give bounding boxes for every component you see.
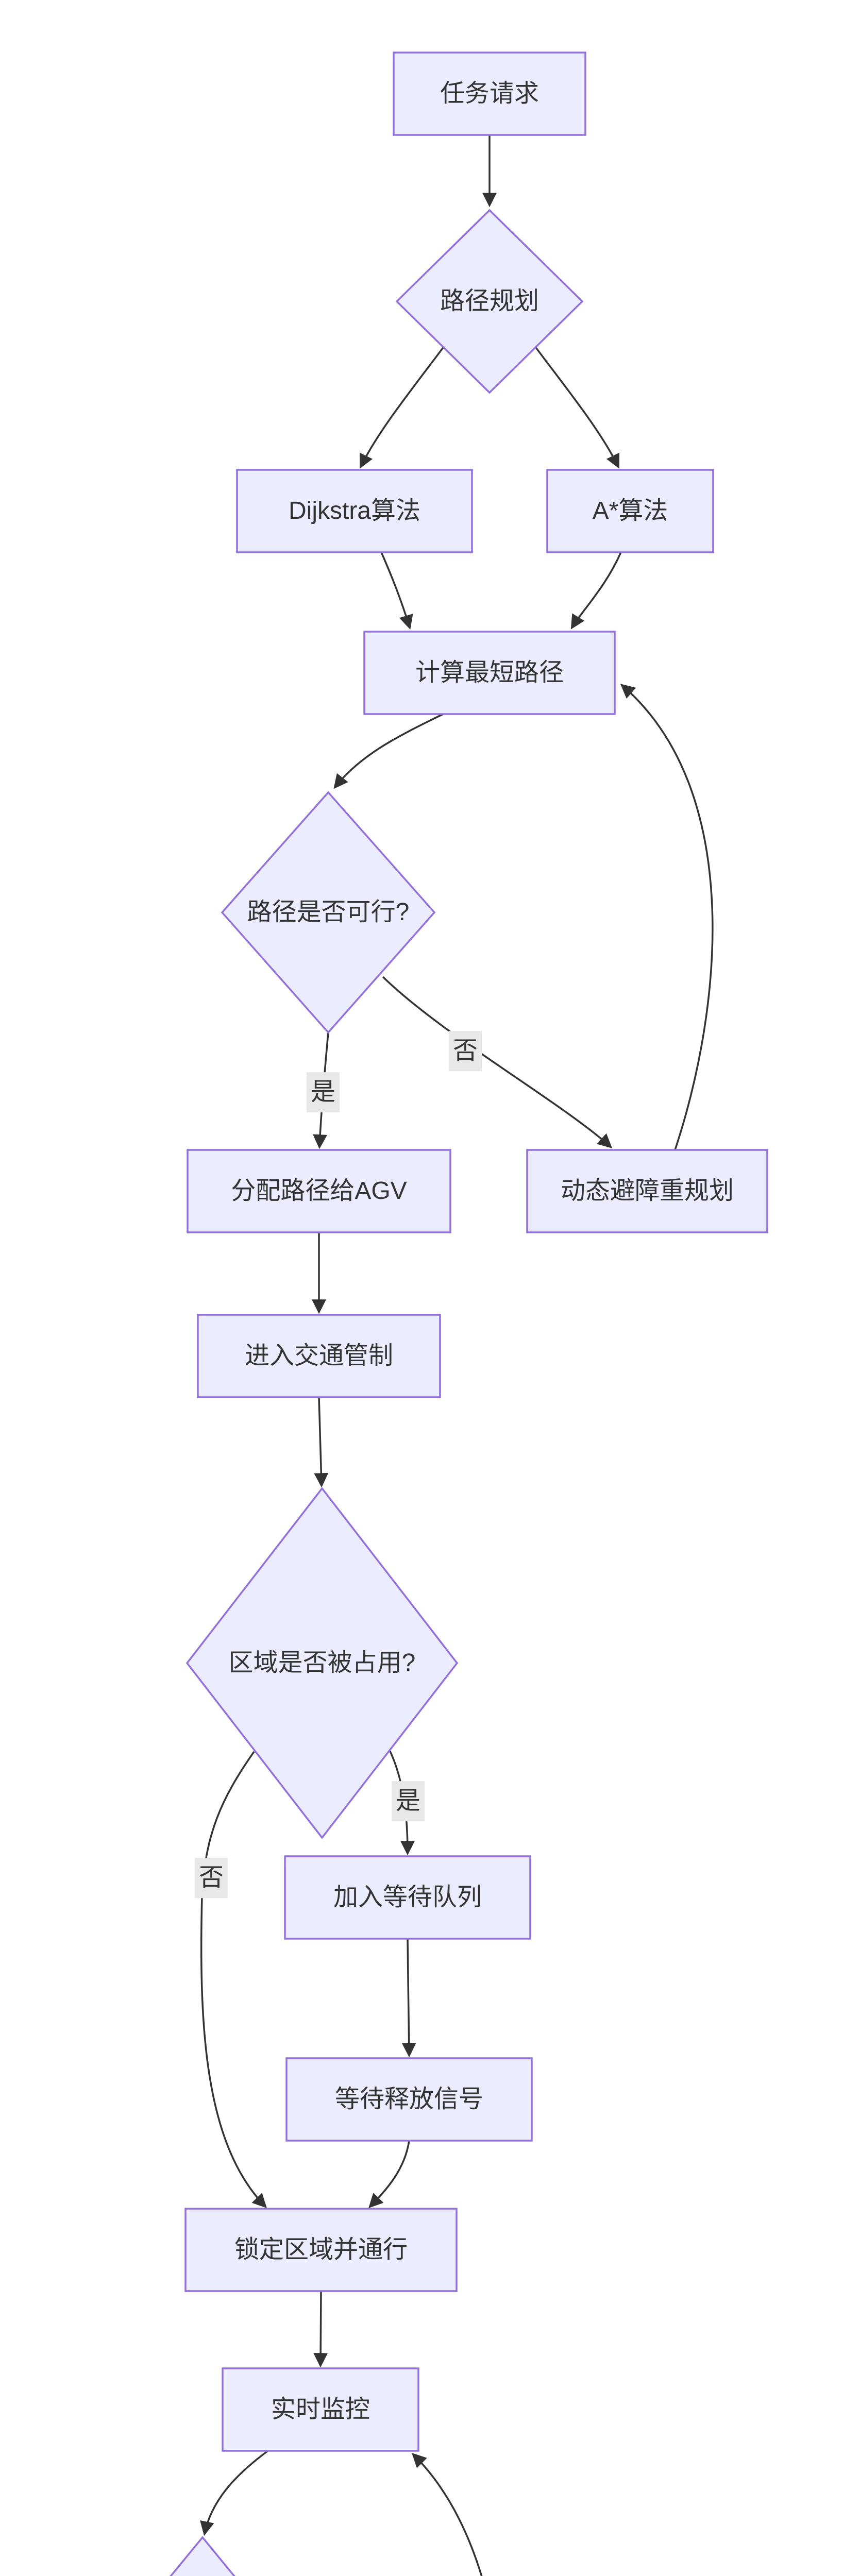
node-monitor-label: 实时监控 — [271, 2395, 370, 2423]
node-task-request — [393, 52, 586, 136]
node-wait-signal — [285, 2057, 533, 2142]
node-wait-queue-label: 加入等待队列 — [333, 1883, 482, 1911]
node-traffic-control-label: 进入交通管制 — [244, 1342, 394, 1369]
edge-traffic-control-to-area-occupied — [314, 1397, 329, 1488]
edge-shortest-path-to-path-feasible — [333, 713, 444, 789]
node-replan — [526, 1149, 768, 1233]
node-shortest-path — [363, 631, 616, 715]
node-wait-signal-label: 等待释放信号 — [334, 2085, 484, 2113]
node-path-planning — [395, 209, 584, 394]
node-shortest-path-label: 计算最短路径 — [415, 658, 564, 686]
node-monitor — [222, 2367, 419, 2452]
edge-path-feasible-to-replan — [382, 976, 613, 1148]
edge-dijkstra-to-shortest-path — [380, 552, 413, 630]
node-replan-label: 动态避障重规划 — [560, 1177, 734, 1205]
edge-continue-to-monitor — [412, 2453, 483, 2576]
node-traffic-control — [197, 1314, 441, 1398]
edge-label-feasible-yes: 是 — [306, 1072, 340, 1112]
edge-label-feasible-no: 否 — [448, 1031, 482, 1071]
node-path-planning-label: 路径规划 — [440, 287, 539, 315]
node-task-request-label: 任务请求 — [440, 79, 539, 107]
edge-astar-to-shortest-path — [570, 552, 622, 630]
node-lock-area — [184, 2208, 458, 2292]
edge-wait-signal-to-lock-area — [368, 2140, 410, 2209]
node-path-feasible — [221, 791, 436, 1034]
node-dijkstra — [236, 469, 473, 553]
edge-monitor-to-reach-target — [200, 2450, 269, 2536]
edge-label-occupied-no: 否 — [194, 1858, 228, 1898]
node-dijkstra-label: Dijkstra算法 — [288, 497, 421, 524]
node-wait-queue — [284, 1855, 531, 1940]
node-astar — [546, 469, 714, 553]
node-area-occupied — [186, 1487, 459, 1839]
node-astar-label: A*算法 — [592, 497, 668, 524]
node-path-feasible-label: 路径是否可行? — [247, 898, 410, 926]
node-assign-path-label: 分配路径给AGV — [231, 1177, 407, 1205]
edge-area-occupied-to-lock-area — [200, 1751, 267, 2209]
edge-wait-queue-to-wait-signal — [401, 1938, 416, 2058]
edge-path-planning-to-astar — [534, 345, 620, 469]
node-reach-target — [170, 2536, 235, 2576]
edge-path-planning-to-dijkstra — [359, 345, 445, 469]
node-area-occupied-label: 区域是否被占用? — [228, 1649, 416, 1676]
node-assign-path — [187, 1149, 451, 1233]
edge-label-occupied-yes: 是 — [391, 1781, 425, 1821]
edge-replan-to-shortest-path — [620, 684, 714, 1150]
node-lock-area-label: 锁定区域并通行 — [234, 2235, 408, 2263]
